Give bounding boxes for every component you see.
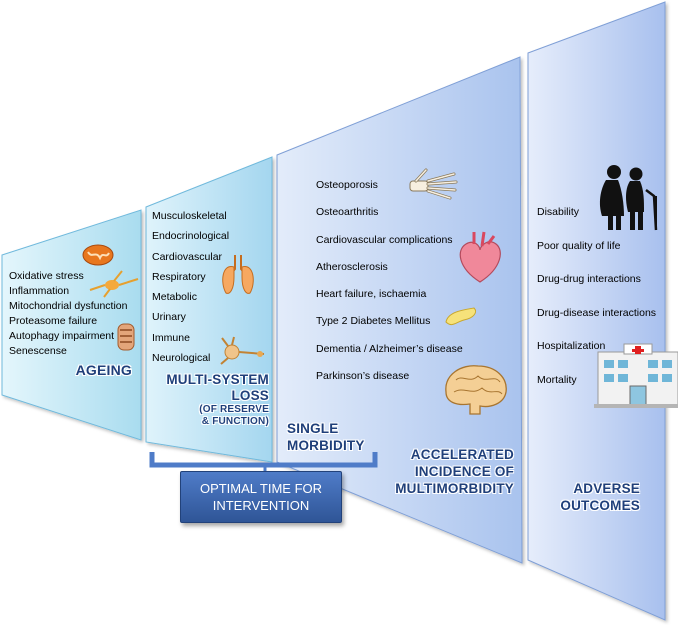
- adverse-outcomes-heading-line2: OUTCOMES: [560, 498, 640, 513]
- mitochondrion-icon: [82, 244, 114, 266]
- multi-system-item: Immune: [152, 331, 190, 344]
- multi-system-heading-line1: MULTI-SYSTEM: [166, 372, 269, 387]
- multi-system-item: Metabolic: [152, 291, 197, 304]
- neuron-icon: [220, 336, 265, 365]
- ageing-panel: [1, 209, 142, 441]
- elderly-couple-icon: [599, 165, 658, 231]
- multimorbidity-heading-line1: ACCELERATED: [410, 447, 514, 462]
- adverse-outcomes-list: Disability Poor quality of life Drug-dru…: [537, 196, 656, 398]
- multi-system-heading-sub2: & FUNCTION): [201, 416, 269, 427]
- hand-bones-icon: [409, 168, 458, 200]
- single-morbidity-item: Osteoporosis: [316, 179, 378, 191]
- single-morbidity-heading: SINGLE MORBIDITY: [287, 420, 365, 454]
- ageing-item: Proteasome failure: [9, 315, 98, 327]
- multi-system-item: Cardiovascular: [152, 250, 223, 263]
- single-morbidity-item: Osteoarthritis: [316, 206, 379, 219]
- multimorbidity-heading: ACCELERATED INCIDENCE OF MULTIMORBIDITY: [395, 446, 514, 497]
- ageing-item: Mitochondrial dysfunction: [9, 300, 128, 312]
- ageing-list: Oxidative stress Inflammation Mitochondr…: [9, 269, 127, 359]
- ageing-item: Senescense: [9, 345, 67, 357]
- single-morbidity-item: Heart failure, ischaemia: [316, 288, 427, 301]
- multi-system-heading-line2: LOSS: [231, 388, 269, 403]
- adverse-outcomes-heading: ADVERSE OUTCOMES: [560, 480, 640, 514]
- adverse-outcome-item: Poor quality of life: [537, 239, 621, 252]
- brain-icon: [445, 365, 507, 415]
- single-morbidity-item: Atherosclerosis: [316, 260, 388, 273]
- hospital-icon: [594, 343, 678, 408]
- single-morbidity-list: Osteoporosis Osteoarthritis Cardiovascul…: [316, 172, 463, 390]
- multi-system-item: Neurological: [152, 352, 211, 365]
- autophagy-icon: [117, 323, 135, 351]
- lungs-icon: [222, 255, 254, 294]
- multi-system-item: Endocrinological: [152, 230, 230, 243]
- heart-icon: [459, 231, 501, 283]
- pancreas-icon: [445, 307, 477, 326]
- adverse-outcome-item: Drug-drug interactions: [537, 273, 641, 286]
- single-morbidity-heading-line1: SINGLE: [287, 421, 339, 436]
- multi-system-panel: [145, 156, 273, 463]
- single-morbidity-item: Parkinson’s disease: [316, 370, 410, 383]
- multi-system-item: Musculoskeletal: [152, 210, 227, 222]
- ageing-item: Inflammation: [9, 285, 70, 297]
- adverse-outcome-item: Disability: [537, 206, 580, 218]
- multi-system-heading: MULTI-SYSTEM LOSS (OF RESERVE & FUNCTION…: [166, 372, 269, 428]
- neuron-icon: [89, 270, 139, 298]
- intervention-line2: INTERVENTION: [212, 498, 310, 513]
- intervention-line1: OPTIMAL TIME FOR: [199, 481, 323, 496]
- adverse-outcome-item: Mortality: [537, 373, 577, 386]
- adverse-outcome-item: Drug-disease interactions: [537, 306, 657, 319]
- multi-system-heading-sub1: (OF RESERVE: [199, 404, 269, 415]
- single-morbidity-item: Dementia / Alzheimer’s disease: [316, 342, 463, 355]
- adverse-outcome-item: Hospitalization: [537, 340, 606, 353]
- ageing-heading: AGEING: [75, 362, 132, 378]
- single-morbidity-item: Cardiovascular complications: [316, 233, 453, 246]
- adverse-outcomes-panel: [527, 1, 666, 621]
- single-morbidity-item: Type 2 Diabetes Mellitus: [316, 315, 431, 328]
- ageing-item: Autophagy impairment: [9, 330, 115, 342]
- multimorbidity-heading-line2: INCIDENCE OF: [414, 464, 514, 479]
- multi-system-list: Musculoskeletal Endocrinological Cardiov…: [152, 206, 229, 368]
- single-morbidity-heading-line2: MORBIDITY: [287, 438, 365, 453]
- multi-system-item: Respiratory: [152, 270, 206, 283]
- multi-system-item: Urinary: [152, 311, 186, 324]
- ageing-item: Oxidative stress: [9, 270, 84, 282]
- multimorbidity-panel: [276, 56, 523, 564]
- multimorbidity-heading-line3: MULTIMORBIDITY: [395, 481, 514, 496]
- intervention-box: OPTIMAL TIME FOR INTERVENTION: [180, 471, 342, 523]
- adverse-outcomes-heading-line1: ADVERSE: [573, 481, 640, 496]
